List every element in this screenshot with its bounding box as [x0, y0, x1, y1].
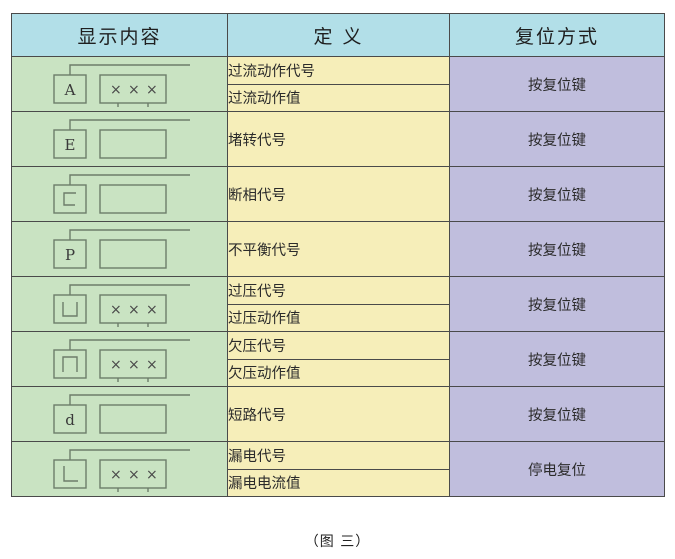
display-content-cell: E	[11, 111, 228, 167]
header-row: 显示内容 定 义 复位方式	[11, 13, 665, 57]
code-box-d-empty-icon: d	[48, 391, 200, 437]
code-box-U-with-three-x-value-icon: × × ×	[48, 281, 200, 327]
display-glyph-code-box-P-empty: P	[12, 222, 228, 276]
definition-cell: 漏电电流值	[227, 468, 450, 497]
table-row: 过流动作值	[12, 83, 665, 112]
table-row: × × × 过压代号按复位键	[11, 276, 665, 332]
svg-text:×: ×	[128, 82, 140, 98]
header-display-content: 显示内容	[11, 13, 228, 57]
display-glyph-code-box-A-with-three-x-value: A × × ×	[12, 57, 228, 111]
reset-method-cell: 按复位键	[449, 166, 665, 222]
reset-method-cell: 按复位键	[449, 386, 665, 442]
table-row: d 短路代号按复位键	[11, 386, 665, 442]
table-row: 漏电电流值	[12, 468, 665, 497]
definition-cell: 短路代号	[227, 386, 450, 442]
display-glyph-code-box-C-empty	[12, 167, 228, 221]
svg-text:×: ×	[146, 82, 158, 98]
display-glyph-code-box-L-with-three-x-value: × × ×	[12, 442, 228, 496]
display-content-cell: × × ×	[11, 441, 228, 497]
svg-text:×: ×	[128, 467, 140, 483]
svg-text:×: ×	[146, 467, 158, 483]
reset-method-cell: 按复位键	[449, 111, 665, 167]
code-box-C-empty-icon	[48, 171, 200, 217]
definition-cell: 欠压动作值	[227, 358, 450, 387]
code-box-P-empty-icon: P	[48, 226, 200, 272]
svg-text:A: A	[64, 81, 76, 99]
display-glyph-code-box-U-with-three-x-value: × × ×	[12, 277, 228, 331]
display-glyph-code-box-n-with-three-x-value: × × ×	[12, 332, 228, 386]
table-row: 断相代号按复位键	[11, 166, 665, 222]
definition-cell: 不平衡代号	[227, 221, 450, 277]
code-box-A-with-three-x-value-icon: A × × ×	[48, 61, 200, 107]
table-header: 显示内容 定 义 复位方式	[11, 13, 665, 57]
table-row: 过压动作值	[12, 303, 665, 332]
reset-method-cell: 按复位键	[449, 221, 665, 277]
definition-cell: 过流动作代号	[227, 56, 450, 85]
table-row: E 堵转代号按复位键	[11, 111, 665, 167]
display-content-cell: d	[11, 386, 228, 442]
table-row: × × × 漏电代号停电复位	[11, 441, 665, 497]
reset-method-cell: 停电复位	[449, 441, 665, 497]
svg-text:×: ×	[146, 357, 158, 373]
display-content-cell: × × ×	[11, 331, 228, 387]
figure-caption: （图 三）	[304, 534, 371, 550]
header-reset-method: 复位方式	[449, 13, 665, 57]
display-glyph-code-box-d-empty: d	[12, 387, 228, 441]
table-row: × × × 欠压代号按复位键	[11, 331, 665, 387]
svg-text:×: ×	[110, 302, 122, 318]
display-content-cell	[11, 166, 228, 222]
reset-method-cell: 按复位键	[449, 276, 665, 332]
definition-cell: 漏电代号	[227, 441, 450, 470]
reset-method-cell: 按复位键	[449, 331, 665, 387]
table-row: 欠压动作值	[12, 358, 665, 387]
svg-text:×: ×	[128, 357, 140, 373]
table-row: A × × × 过流动作代号按复位键	[11, 56, 665, 112]
code-box-L-with-three-x-value-icon: × × ×	[48, 446, 200, 492]
header-definition: 定 义	[227, 13, 450, 57]
svg-text:E: E	[65, 136, 76, 154]
svg-text:×: ×	[110, 467, 122, 483]
display-content-cell: P	[11, 221, 228, 277]
svg-text:×: ×	[128, 302, 140, 318]
definition-cell: 欠压代号	[227, 331, 450, 360]
svg-text:×: ×	[146, 302, 158, 318]
definition-cell: 堵转代号	[227, 111, 450, 167]
code-box-n-with-three-x-value-icon: × × ×	[48, 336, 200, 382]
reset-method-cell: 按复位键	[449, 56, 665, 112]
svg-text:P: P	[65, 246, 75, 264]
table-row: P 不平衡代号按复位键	[11, 221, 665, 277]
definition-cell: 过压动作值	[227, 303, 450, 332]
definition-cell: 断相代号	[227, 166, 450, 222]
code-box-E-empty-icon: E	[48, 116, 200, 162]
svg-text:×: ×	[110, 357, 122, 373]
display-glyph-code-box-E-empty: E	[12, 112, 228, 166]
display-content-cell: A × × ×	[11, 56, 228, 112]
definition-cell: 过压代号	[227, 276, 450, 305]
svg-text:×: ×	[110, 82, 122, 98]
display-content-cell: × × ×	[11, 276, 228, 332]
svg-text:d: d	[65, 411, 75, 429]
definition-cell: 过流动作值	[227, 83, 450, 112]
